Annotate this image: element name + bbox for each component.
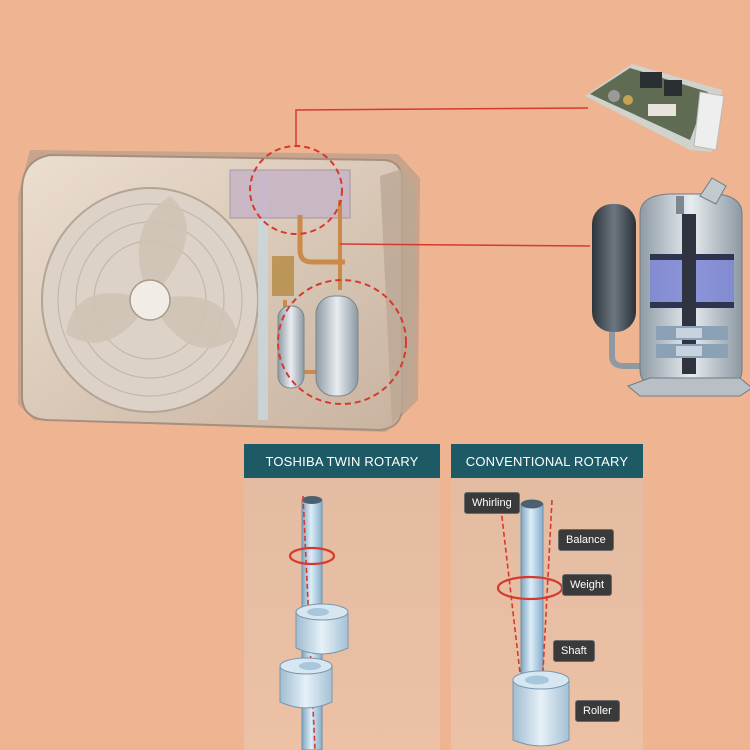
outdoor-unit-illustration xyxy=(18,145,420,432)
shaft-label: Shaft xyxy=(553,640,595,662)
control-board-image xyxy=(585,64,725,152)
control-board-leader-line xyxy=(295,107,589,146)
twin-upper-roller xyxy=(295,603,349,655)
conventional-rotary-title: CONVENTIONAL ROTARY xyxy=(465,453,629,469)
balance-label: Balance xyxy=(558,529,614,551)
twin-lower-roller xyxy=(279,657,333,709)
roller-label: Roller xyxy=(575,700,620,722)
twin-rotary-header: TOSHIBA TWIN ROTARY xyxy=(244,444,440,478)
twin-rotary-title: TOSHIBA TWIN ROTARY xyxy=(265,453,419,469)
twin-rotary-shaft-illustration xyxy=(279,495,349,750)
twin-weight-callout xyxy=(288,546,336,566)
compressor-leader-line xyxy=(339,243,591,247)
compressor-callout xyxy=(277,279,407,405)
conventional-rotary-header: CONVENTIONAL ROTARY xyxy=(451,444,643,478)
fan-grille xyxy=(41,187,259,413)
twin-rotary-compressor-image xyxy=(592,177,750,397)
conventional-roller xyxy=(512,670,570,747)
whirling-label: Whirling xyxy=(464,492,520,514)
weight-label: Weight xyxy=(562,574,613,596)
conventional-rotary-shaft-illustration xyxy=(496,499,570,747)
